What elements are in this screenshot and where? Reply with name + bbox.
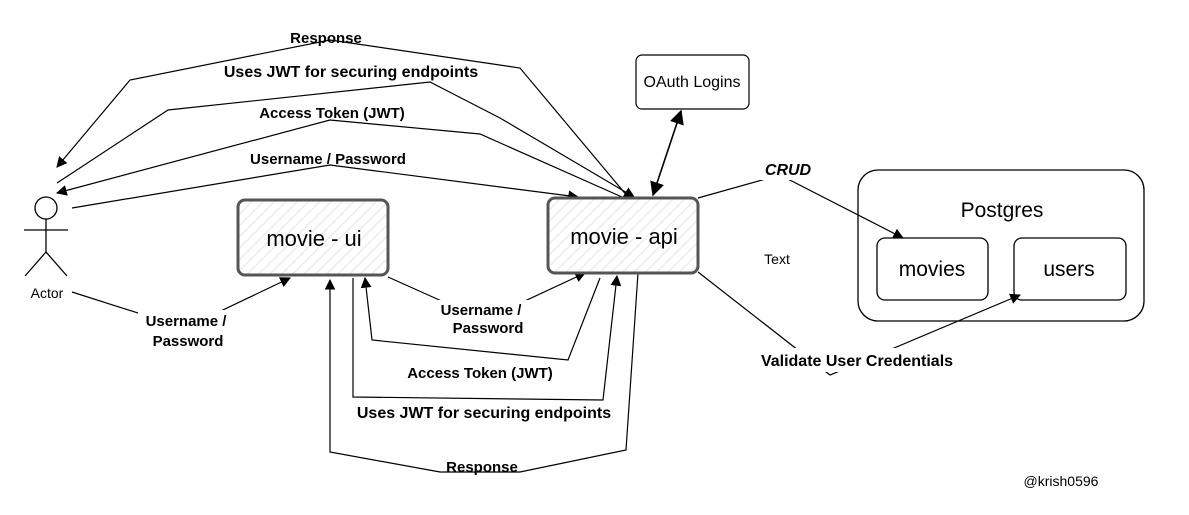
edge-api-validate	[697, 271, 1021, 376]
table-movies-label: movies	[899, 258, 966, 281]
edge-top-username-password	[71, 164, 580, 209]
postgres-node[interactable]: Postgres movies users	[857, 169, 1145, 322]
movie-api-label: movie - api	[570, 224, 678, 249]
edge-label-validate: Validate User Credentials	[761, 353, 953, 370]
postgres-table-users[interactable]: users	[1013, 237, 1127, 301]
actor[interactable]: Actor	[24, 196, 68, 301]
edge-api-oauth	[650, 109, 684, 197]
actor-label: Actor	[31, 285, 64, 301]
edge-ui-api-jwt	[352, 274, 622, 401]
edge-label-top-username-password: Username / Password	[250, 151, 406, 168]
edge-label-bottom-response: Response	[446, 459, 518, 476]
edge-label-top-response: Response	[290, 30, 362, 47]
actor-right-leg	[45, 251, 68, 277]
actor-left-leg	[24, 251, 47, 277]
movie-api-node[interactable]: movie - api	[546, 196, 700, 275]
movie-ui-node[interactable]: movie - ui	[236, 198, 390, 277]
edge-api-ui-token	[360, 276, 601, 361]
oauth-logins-label: OAuth Logins	[644, 74, 741, 91]
edge-label-ui-api-line1: Username /	[441, 302, 523, 319]
edge-top-response	[56, 39, 629, 198]
edge-label-actor-ui-line1: Username /	[146, 313, 228, 330]
watermark: @krish0596	[1024, 473, 1099, 489]
edge-top-access-token	[55, 119, 623, 198]
table-users-label: users	[1043, 258, 1094, 281]
edge-api-ui-response	[324, 272, 639, 473]
edge-label-actor-ui-line2: Password	[153, 333, 224, 350]
movie-ui-label: movie - ui	[266, 226, 361, 251]
postgres-table-movies[interactable]: movies	[876, 237, 989, 301]
edge-label-crud: CRUD	[765, 162, 812, 179]
postgres-label: Postgres	[961, 199, 1044, 222]
edge-label-ui-api-line2: Password	[453, 320, 524, 337]
oauth-logins-node[interactable]: OAuth Logins	[635, 54, 750, 110]
edge-top-uses-jwt	[56, 81, 635, 198]
edge-label-top-access-token: Access Token (JWT)	[259, 105, 405, 122]
edge-label-top-uses-jwt: Uses JWT for securing endpoints	[224, 64, 478, 81]
actor-head	[34, 196, 58, 220]
edge-label-bottom-uses-jwt: Uses JWT for securing endpoints	[357, 405, 611, 422]
edge-label-bottom-access-token: Access Token (JWT)	[407, 365, 553, 382]
stray-text-label: Text	[764, 251, 790, 267]
